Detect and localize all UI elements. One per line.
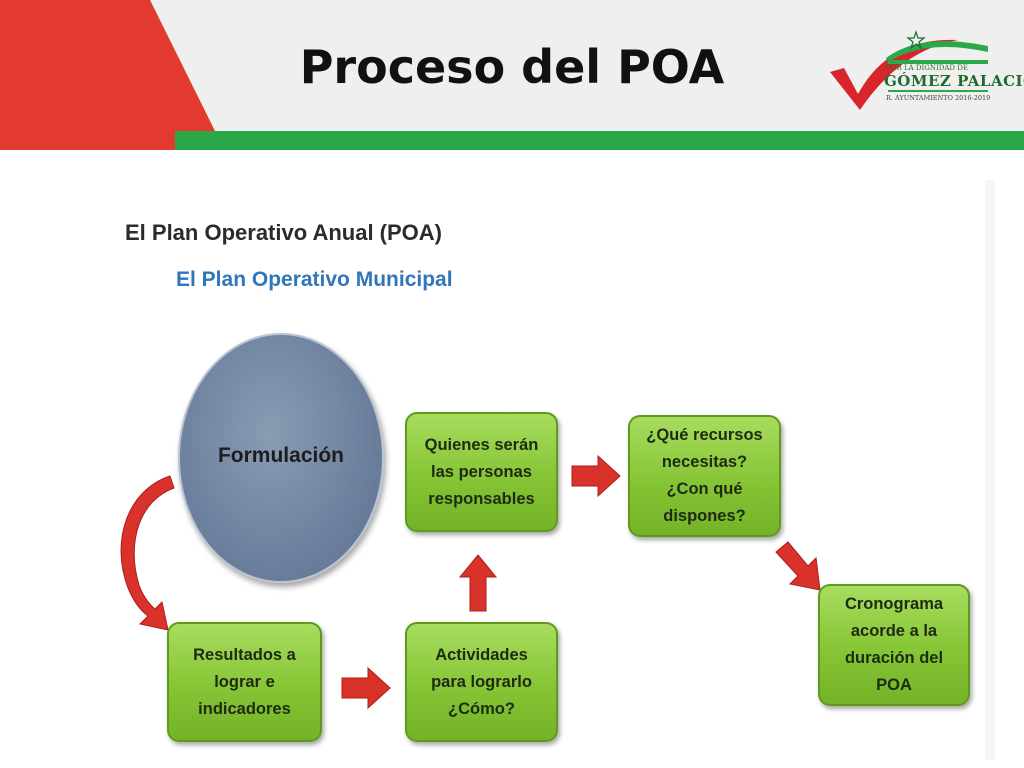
- curved-arrow-icon: [120, 475, 175, 631]
- box-resultados: Resultados a lograr e indicadores: [167, 622, 322, 742]
- box-line: dispones?: [663, 507, 746, 525]
- box-line: indicadores: [198, 699, 291, 718]
- header-green-bar: [175, 131, 1024, 150]
- box-line: las personas: [431, 462, 532, 481]
- box-line: acorde a la: [850, 622, 938, 640]
- formulacion-circle: [178, 333, 384, 583]
- diagram-subtitle: El Plan Operativo Municipal: [176, 268, 453, 291]
- box-line: necesitas?: [661, 453, 748, 471]
- arrow-right-icon: [571, 454, 621, 498]
- arrow-right-icon: [341, 666, 391, 710]
- box-line: responsables: [428, 489, 535, 508]
- box-line: POA: [876, 676, 912, 694]
- box-line: Actividades: [435, 645, 528, 664]
- box-line: lograr e: [214, 672, 275, 691]
- arrow-down-right-icon: [775, 541, 821, 591]
- box-line: ¿Con qué: [666, 480, 743, 498]
- diagram-title: El Plan Operativo Anual (POA): [125, 220, 443, 245]
- header-red-shape: [0, 0, 215, 150]
- box-recursos: ¿Qué recursos necesitas? ¿Con qué dispon…: [628, 415, 781, 537]
- checkmark-star-icon: [830, 30, 988, 110]
- box-actividades: Actividades para lograrlo ¿Cómo?: [405, 622, 558, 742]
- logo-line2: GÓMEZ PALACIO: [884, 72, 1024, 90]
- logo-line3: R. AYUNTAMIENTO 2016-2019: [886, 94, 991, 102]
- gomez-palacio-logo: POR LA DIGNIDAD DE GÓMEZ PALACIO R. AYUN…: [828, 28, 1024, 112]
- box-cronograma: Cronograma acorde a la duración del POA: [818, 584, 970, 706]
- logo-line1: POR LA DIGNIDAD DE: [886, 64, 968, 72]
- box-line: ¿Qué recursos: [646, 426, 763, 444]
- box-line: Cronograma: [844, 595, 944, 613]
- box-line: ¿Cómo?: [448, 699, 515, 718]
- box-responsables: Quienes serán las personas responsables: [405, 412, 558, 532]
- page-title: Proceso del POA: [299, 40, 725, 94]
- box-line: duración del: [844, 649, 944, 667]
- box-line: Quienes serán: [424, 435, 539, 454]
- formulacion-label: Formulación: [217, 444, 344, 467]
- box-line: para lograrlo: [431, 672, 532, 691]
- box-line: Resultados a: [193, 645, 296, 664]
- arrow-up-icon: [458, 554, 498, 612]
